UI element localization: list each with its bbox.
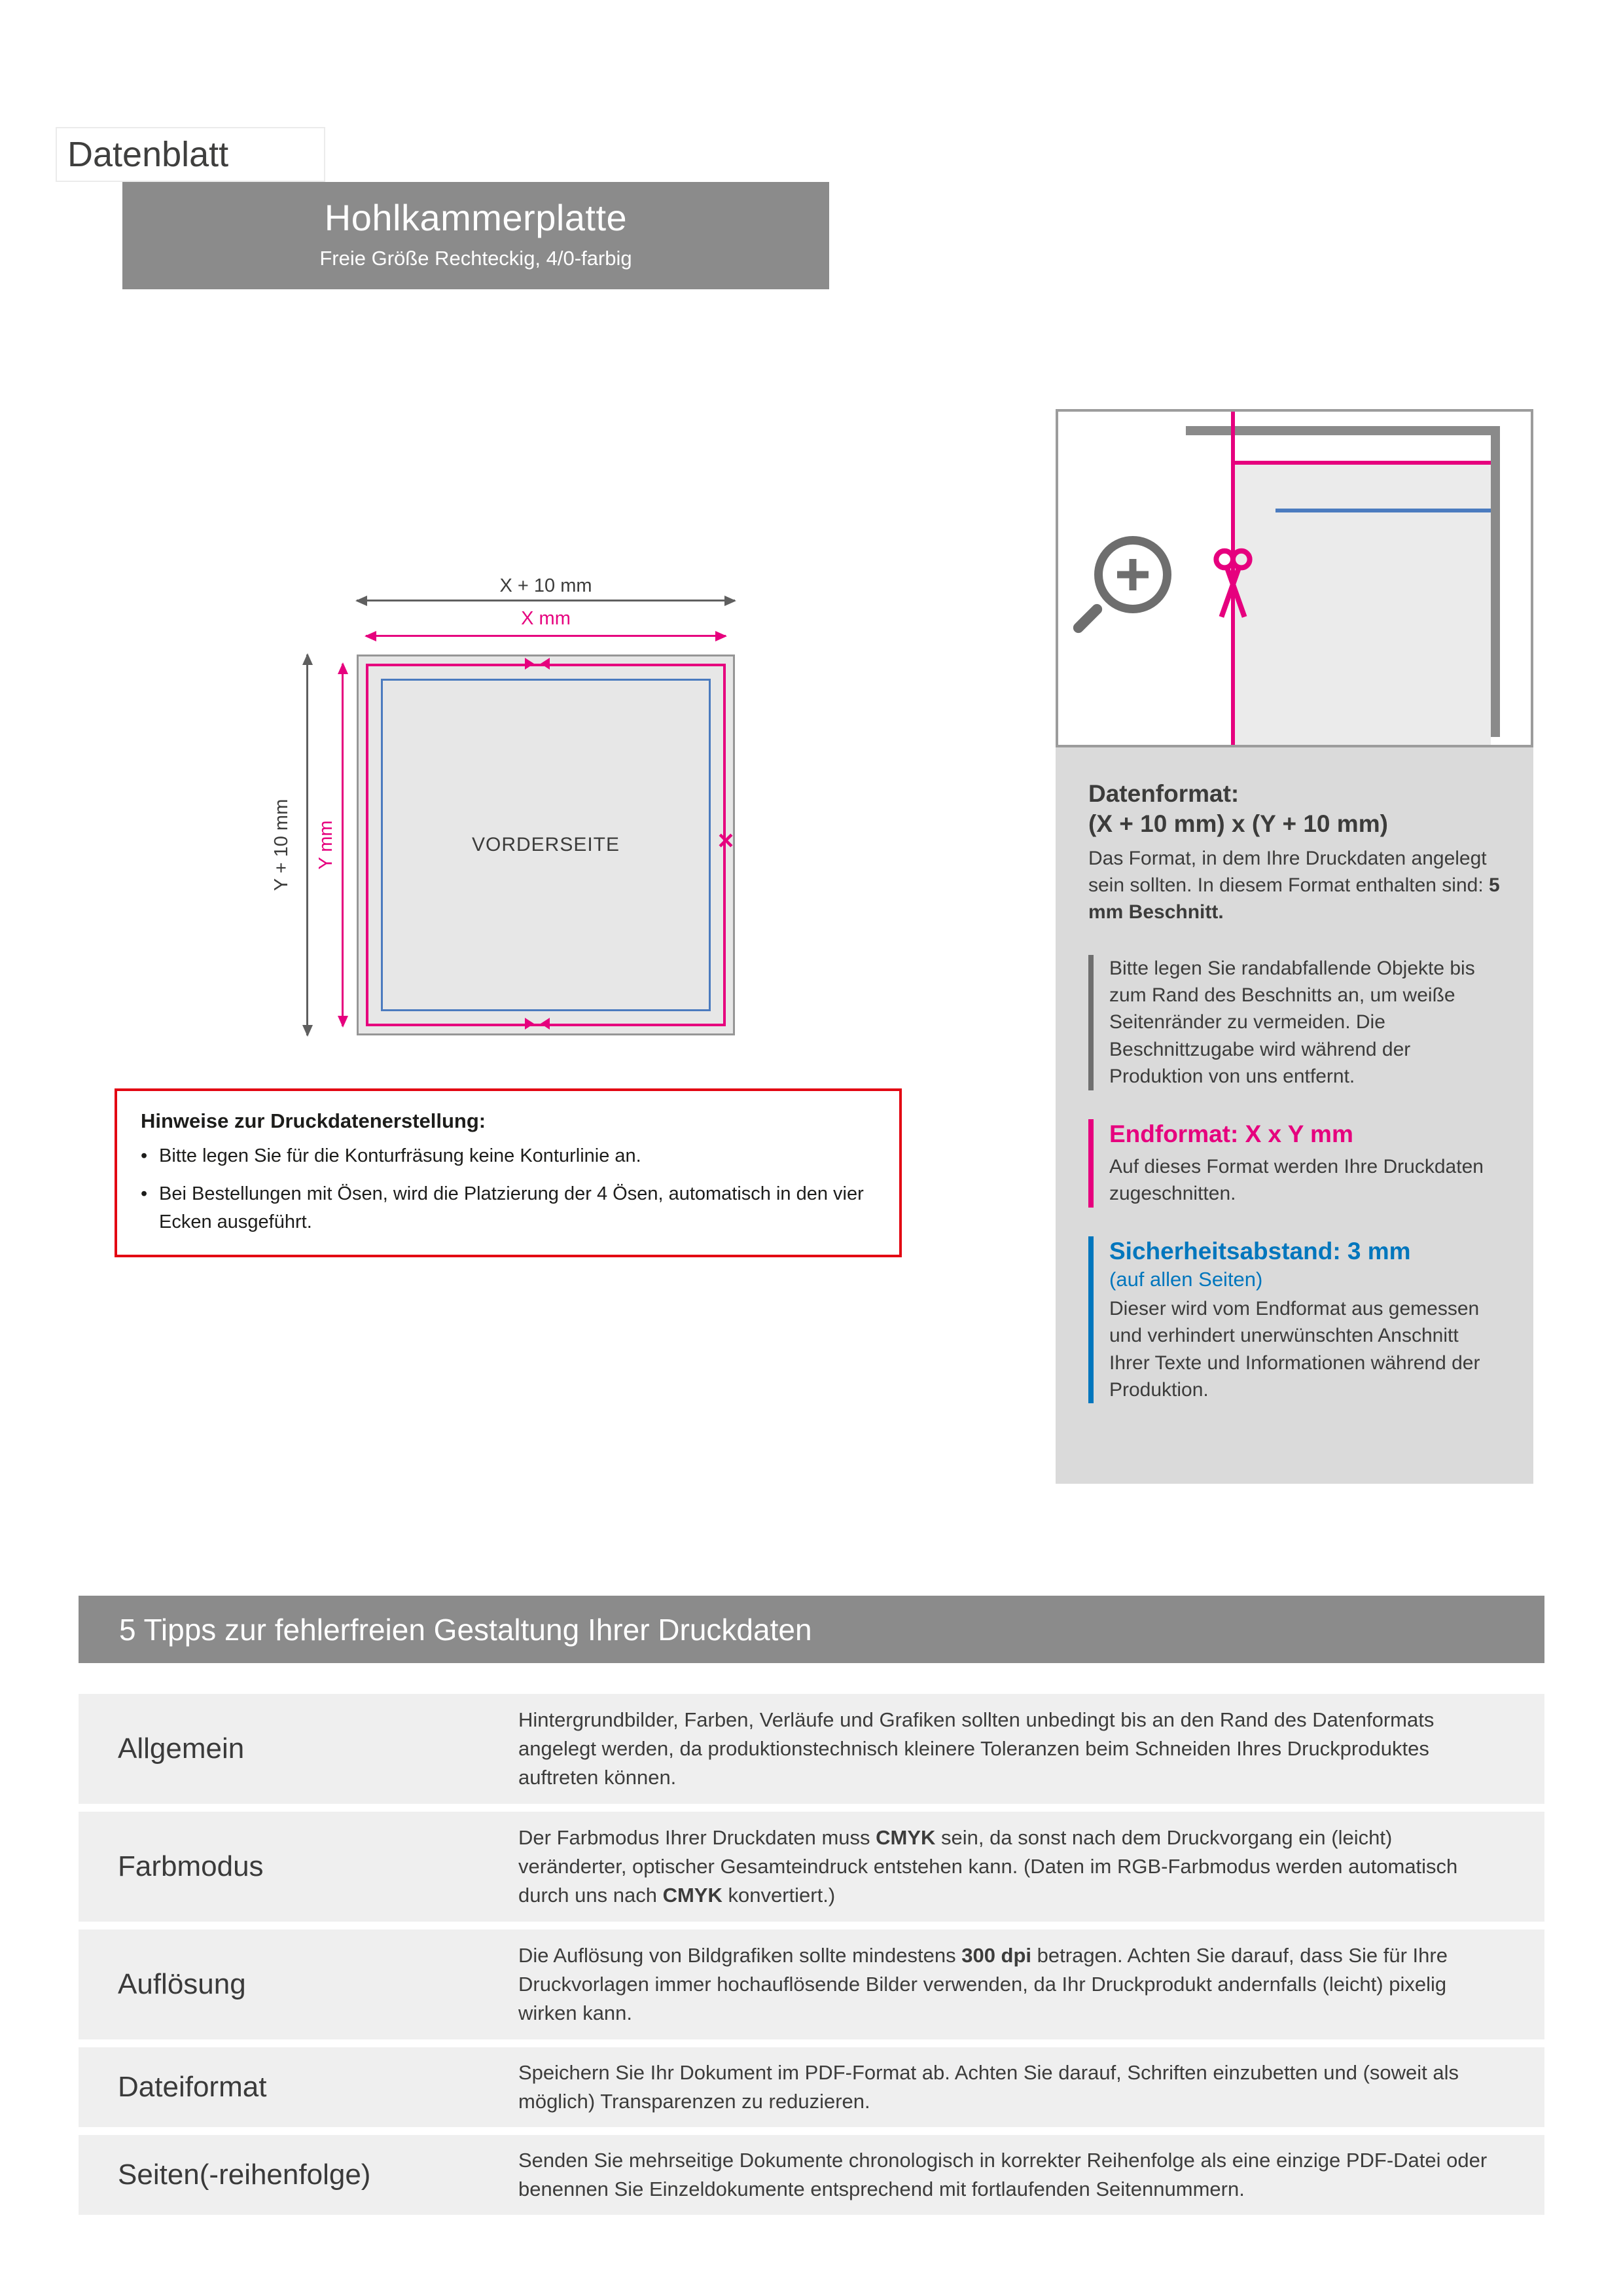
datenblatt-tab: Datenblatt bbox=[56, 127, 325, 182]
datenformat-text: Das Format, in dem Ihre Druckdaten angel… bbox=[1088, 847, 1500, 924]
tip-text-paragraph: Speichern Sie Ihr Dokument im PDF-Format… bbox=[518, 2060, 1459, 2113]
datenformat-title: Datenformat: (X + 10 mm) x (Y + 10 mm) bbox=[1088, 780, 1388, 838]
bullet-icon: • bbox=[141, 1145, 148, 1166]
cut-mark-triangle-icon bbox=[541, 1018, 550, 1030]
cut-mark-right-icon: × bbox=[717, 825, 734, 855]
x-final-dimension-arrow bbox=[366, 635, 726, 637]
magnifier-lens bbox=[1094, 536, 1171, 613]
datenformat-area bbox=[357, 655, 735, 1035]
tip-text: Hintergrundbilder, Farben, Verläufe und … bbox=[518, 1694, 1544, 1804]
y-bleed-dimension-label: Y + 10 mm bbox=[271, 798, 292, 891]
cut-mark-bottom-icon bbox=[525, 1018, 550, 1030]
zoom-bleed-edge-right bbox=[1491, 426, 1500, 737]
tip-row-aufloesung: Auflösung Die Auflösung von Bildgrafiken… bbox=[79, 1929, 1544, 2039]
bleed-note-text: Bitte legen Sie randabfallende Objekte b… bbox=[1109, 957, 1475, 1088]
tip-text-paragraph: Der Farbmodus Ihrer Druckdaten muss CMYK… bbox=[518, 1825, 1458, 1907]
datenformat-block: Datenformat: (X + 10 mm) x (Y + 10 mm) D… bbox=[1088, 779, 1502, 926]
x-bleed-dimension-label: X + 10 mm bbox=[499, 575, 592, 596]
bleed-note-block: Bitte legen Sie randabfallende Objekte b… bbox=[1088, 954, 1502, 1090]
zoom-safety-line bbox=[1275, 509, 1491, 512]
tip-row-dateiformat: Dateiformat Speichern Sie Ihr Dokument i… bbox=[79, 2047, 1544, 2127]
tip-text: Der Farbmodus Ihrer Druckdaten muss CMYK… bbox=[518, 1812, 1544, 1922]
zoom-plate-fill bbox=[1235, 465, 1491, 745]
hinweise-bullet: • Bei Bestellungen mit Ösen, wird die Pl… bbox=[141, 1180, 876, 1237]
x-final-dimension-label: X mm bbox=[521, 608, 571, 629]
scissors-icon bbox=[1213, 548, 1253, 618]
product-title: Hohlkammerplatte bbox=[324, 197, 628, 238]
tip-row-farbmodus: Farbmodus Der Farbmodus Ihrer Druckdaten… bbox=[79, 1812, 1544, 1922]
sicherheitsabstand-outline bbox=[381, 679, 711, 1011]
header-band: Hohlkammerplatte Freie Größe Rechteckig,… bbox=[122, 182, 829, 289]
x-bleed-dimension-arrow bbox=[357, 600, 735, 601]
tip-text-paragraph: Senden Sie mehrseitige Dokumente chronol… bbox=[518, 2148, 1488, 2200]
tips-title: 5 Tipps zur fehlerfreien Gestaltung Ihre… bbox=[119, 1612, 812, 1647]
endformat-block: Endformat: X x Y mm Auf dieses Format we… bbox=[1088, 1119, 1502, 1208]
tip-text: Die Auflösung von Bildgrafiken sollte mi… bbox=[518, 1929, 1544, 2039]
sicherheitsabstand-subtitle: (auf allen Seiten) bbox=[1109, 1267, 1263, 1291]
sicherheitsabstand-title: Sicherheitsabstand: 3 mm bbox=[1109, 1237, 1411, 1265]
tip-text-paragraph: Die Auflösung von Bildgrafiken sollte mi… bbox=[518, 1943, 1448, 2024]
sicherheitsabstand-block: Sicherheitsabstand: 3 mm (auf allen Seit… bbox=[1088, 1236, 1502, 1404]
magnifier-handle bbox=[1071, 601, 1105, 636]
cut-mark-triangle-icon bbox=[525, 1018, 534, 1030]
sicherheitsabstand-text: Dieser wird vom Endformat aus gemessen u… bbox=[1109, 1297, 1480, 1401]
tips-section-header: 5 Tipps zur fehlerfreien Gestaltung Ihre… bbox=[79, 1596, 1544, 1663]
y-bleed-dimension-arrow bbox=[306, 655, 308, 1035]
cut-mark-triangle-icon bbox=[541, 658, 550, 670]
tip-label: Dateiformat bbox=[118, 2071, 267, 2103]
endformat-title: Endformat: X x Y mm bbox=[1109, 1120, 1353, 1147]
tip-label: Allgemein bbox=[118, 1732, 245, 1765]
vorderseite-label: VORDERSEITE bbox=[471, 834, 620, 855]
tip-text: Speichern Sie Ihr Dokument im PDF-Format… bbox=[518, 2047, 1544, 2127]
format-info-panel: Datenformat: (X + 10 mm) x (Y + 10 mm) D… bbox=[1056, 747, 1533, 1484]
magnifier-plus-icon bbox=[1071, 536, 1173, 641]
product-subtitle: Freie Größe Rechteckig, 4/0-farbig bbox=[319, 247, 632, 270]
tip-text: Senden Sie mehrseitige Dokumente chronol… bbox=[518, 2135, 1544, 2215]
corner-zoom-box bbox=[1056, 409, 1533, 747]
bullet-icon: • bbox=[141, 1183, 148, 1204]
tip-label: Seiten(-reihenfolge) bbox=[118, 2159, 371, 2191]
cut-mark-top-icon bbox=[525, 658, 550, 670]
hinweise-bullet-text: Bei Bestellungen mit Ösen, wird die Plat… bbox=[159, 1183, 864, 1233]
hinweise-title: Hinweise zur Druckdatenerstellung: bbox=[141, 1109, 486, 1132]
tip-row-seitenreihenfolge: Seiten(-reihenfolge) Senden Sie mehrseit… bbox=[79, 2135, 1544, 2215]
tip-text-paragraph: Hintergrundbilder, Farben, Verläufe und … bbox=[518, 1708, 1435, 1789]
hinweise-bullet: • Bitte legen Sie für die Konturfräsung … bbox=[141, 1142, 876, 1171]
druckdaten-hinweise-box: Hinweise zur Druckdatenerstellung: • Bit… bbox=[115, 1088, 902, 1257]
cut-mark-triangle-icon bbox=[525, 658, 534, 670]
zoom-cut-line-horizontal bbox=[1231, 461, 1491, 465]
endformat-text: Auf dieses Format werden Ihre Druckdaten… bbox=[1109, 1155, 1484, 1205]
hinweise-bullet-text: Bitte legen Sie für die Konturfräsung ke… bbox=[159, 1145, 641, 1166]
zoom-bleed-edge-top bbox=[1186, 426, 1500, 435]
tip-label: Farbmodus bbox=[118, 1850, 264, 1882]
tip-label: Auflösung bbox=[118, 1968, 246, 2000]
datenblatt-label: Datenblatt bbox=[67, 135, 229, 174]
y-final-dimension-arrow bbox=[342, 664, 344, 1026]
tip-row-allgemein: Allgemein Hintergrundbilder, Farben, Ver… bbox=[79, 1694, 1544, 1804]
y-final-dimension-label: Y mm bbox=[315, 820, 336, 870]
